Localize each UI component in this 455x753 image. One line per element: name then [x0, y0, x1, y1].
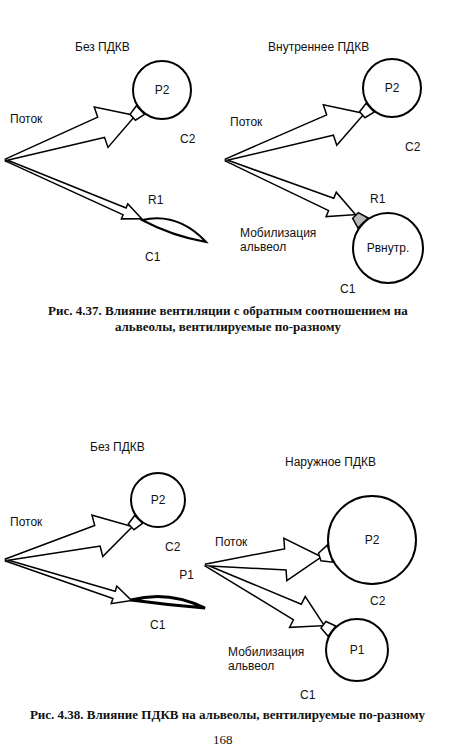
alveolus: Рвнутр.	[352, 212, 424, 284]
collapsed-alveolus: P1	[128, 568, 208, 612]
pressure-label: P2	[385, 81, 400, 95]
page-number: 168	[213, 733, 233, 747]
flow-arrow-outline	[5, 108, 134, 160]
pressure-label: P1	[179, 568, 194, 582]
compliance-label: C1	[300, 688, 315, 702]
flow-arrow-outline	[205, 565, 323, 627]
flow-arrow	[205, 565, 323, 627]
flow-arrow-outline	[225, 106, 363, 160]
figure-caption: Рис. 4.37. Влияние вентиляции с обратным…	[28, 303, 428, 335]
flow-arrow-outline	[5, 160, 140, 218]
pressure-label: P2	[151, 493, 166, 507]
alveolus: P2	[132, 60, 192, 120]
flow-arrow-outline	[5, 560, 130, 603]
flow-arrow	[225, 106, 363, 160]
panel-title: Без ПДКВ	[75, 40, 130, 54]
pressure-label: Рвнутр.	[367, 241, 410, 255]
alveolus: P1	[325, 618, 389, 682]
alveolus: P2	[130, 472, 186, 528]
flow-label: Поток	[10, 515, 42, 529]
figure-caption: Рис. 4.38. Влияние ПДКВ на альвеолы, вен…	[6, 707, 449, 723]
alveolus-wall	[326, 619, 388, 681]
flow-label: Поток	[215, 535, 247, 549]
pressure-label: P2	[365, 533, 380, 547]
panel-title: Наружное ПДКВ	[285, 455, 376, 469]
compliance-label: C2	[370, 594, 385, 608]
flow-label: Поток	[230, 115, 262, 129]
resistance-label: R1	[148, 193, 163, 207]
compliance-label: C1	[150, 618, 165, 632]
alveolus-wall	[363, 59, 421, 117]
collapsed-alveolus	[142, 218, 206, 242]
flow-arrow	[5, 108, 134, 160]
panel-title: Внутреннее ПДКВ	[268, 40, 369, 54]
flow-arrow	[5, 560, 130, 603]
compliance-label: C1	[340, 282, 355, 296]
recruitment-label: Мобилизация альвеол	[240, 226, 324, 254]
resistance-label: R1	[370, 192, 385, 206]
compliance-label: C1	[145, 250, 160, 264]
alveolus-wall	[131, 473, 185, 527]
flow-arrow	[225, 160, 354, 216]
flow-label: Поток	[10, 112, 42, 126]
alveolus-wall	[131, 596, 205, 608]
alveolus-outline	[128, 568, 208, 612]
flow-arrow	[5, 160, 140, 218]
alveolus-wall	[353, 213, 423, 283]
alveolus: P2	[327, 495, 417, 585]
panel-title: Без ПДКВ	[90, 440, 145, 454]
compliance-label: C2	[165, 540, 180, 554]
alveolus-wall	[328, 496, 416, 584]
compliance-label: C2	[180, 132, 195, 146]
recruitment-label: Мобилизация альвеол	[228, 645, 312, 673]
flow-arrow-outline	[225, 160, 354, 216]
pressure-label: P2	[155, 83, 170, 97]
alveolus-wall	[133, 61, 191, 119]
compliance-label: C2	[405, 140, 420, 154]
pressure-label: P1	[350, 643, 365, 657]
alveolus: P2	[362, 58, 422, 118]
